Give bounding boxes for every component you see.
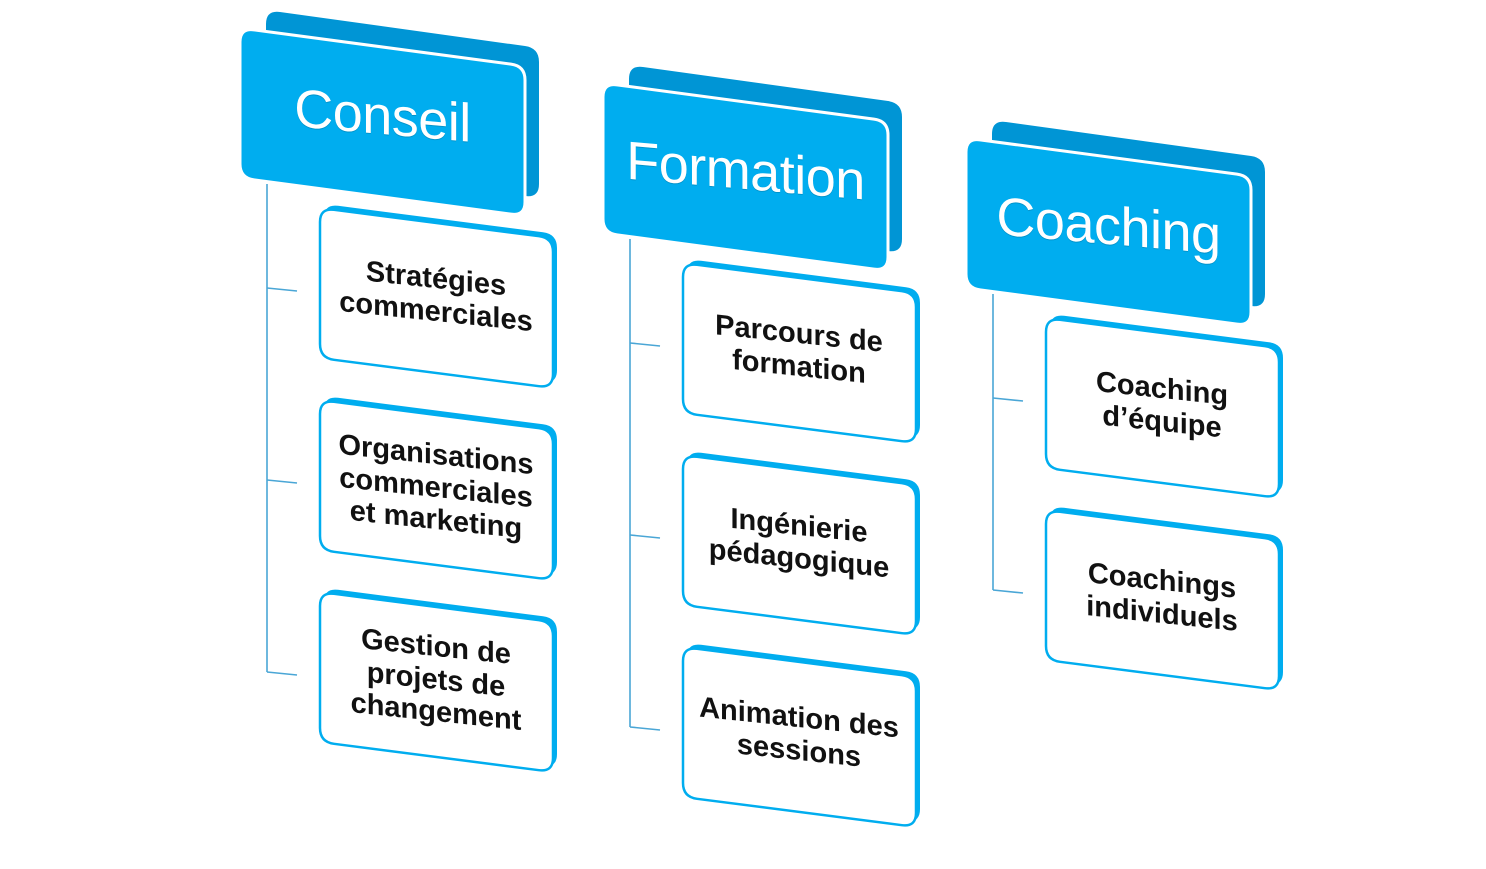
header-box-formation — [601, 83, 890, 271]
connector-horizontal — [266, 479, 298, 484]
child-box — [681, 647, 918, 827]
connector-horizontal — [629, 534, 661, 539]
connector-horizontal — [992, 589, 1024, 594]
child-box — [1044, 510, 1281, 690]
connector-horizontal — [629, 726, 661, 731]
child-coachings-individuels: Coachings individuels — [1086, 557, 1238, 638]
connector-horizontal — [992, 397, 1024, 402]
connector-horizontal — [266, 287, 298, 292]
connector-horizontal — [266, 671, 298, 676]
header-coaching: Coaching — [996, 186, 1221, 266]
header-box-coaching — [964, 138, 1253, 326]
child-box — [681, 263, 918, 443]
connector-horizontal — [629, 342, 661, 347]
child-box — [318, 400, 555, 580]
child-coaching-equipe: Coaching d’équipe — [1095, 366, 1229, 445]
child-box — [318, 208, 555, 388]
child-box — [681, 455, 918, 635]
child-box — [1044, 318, 1281, 498]
child-box — [318, 592, 555, 772]
header-box-conseil — [238, 28, 527, 216]
